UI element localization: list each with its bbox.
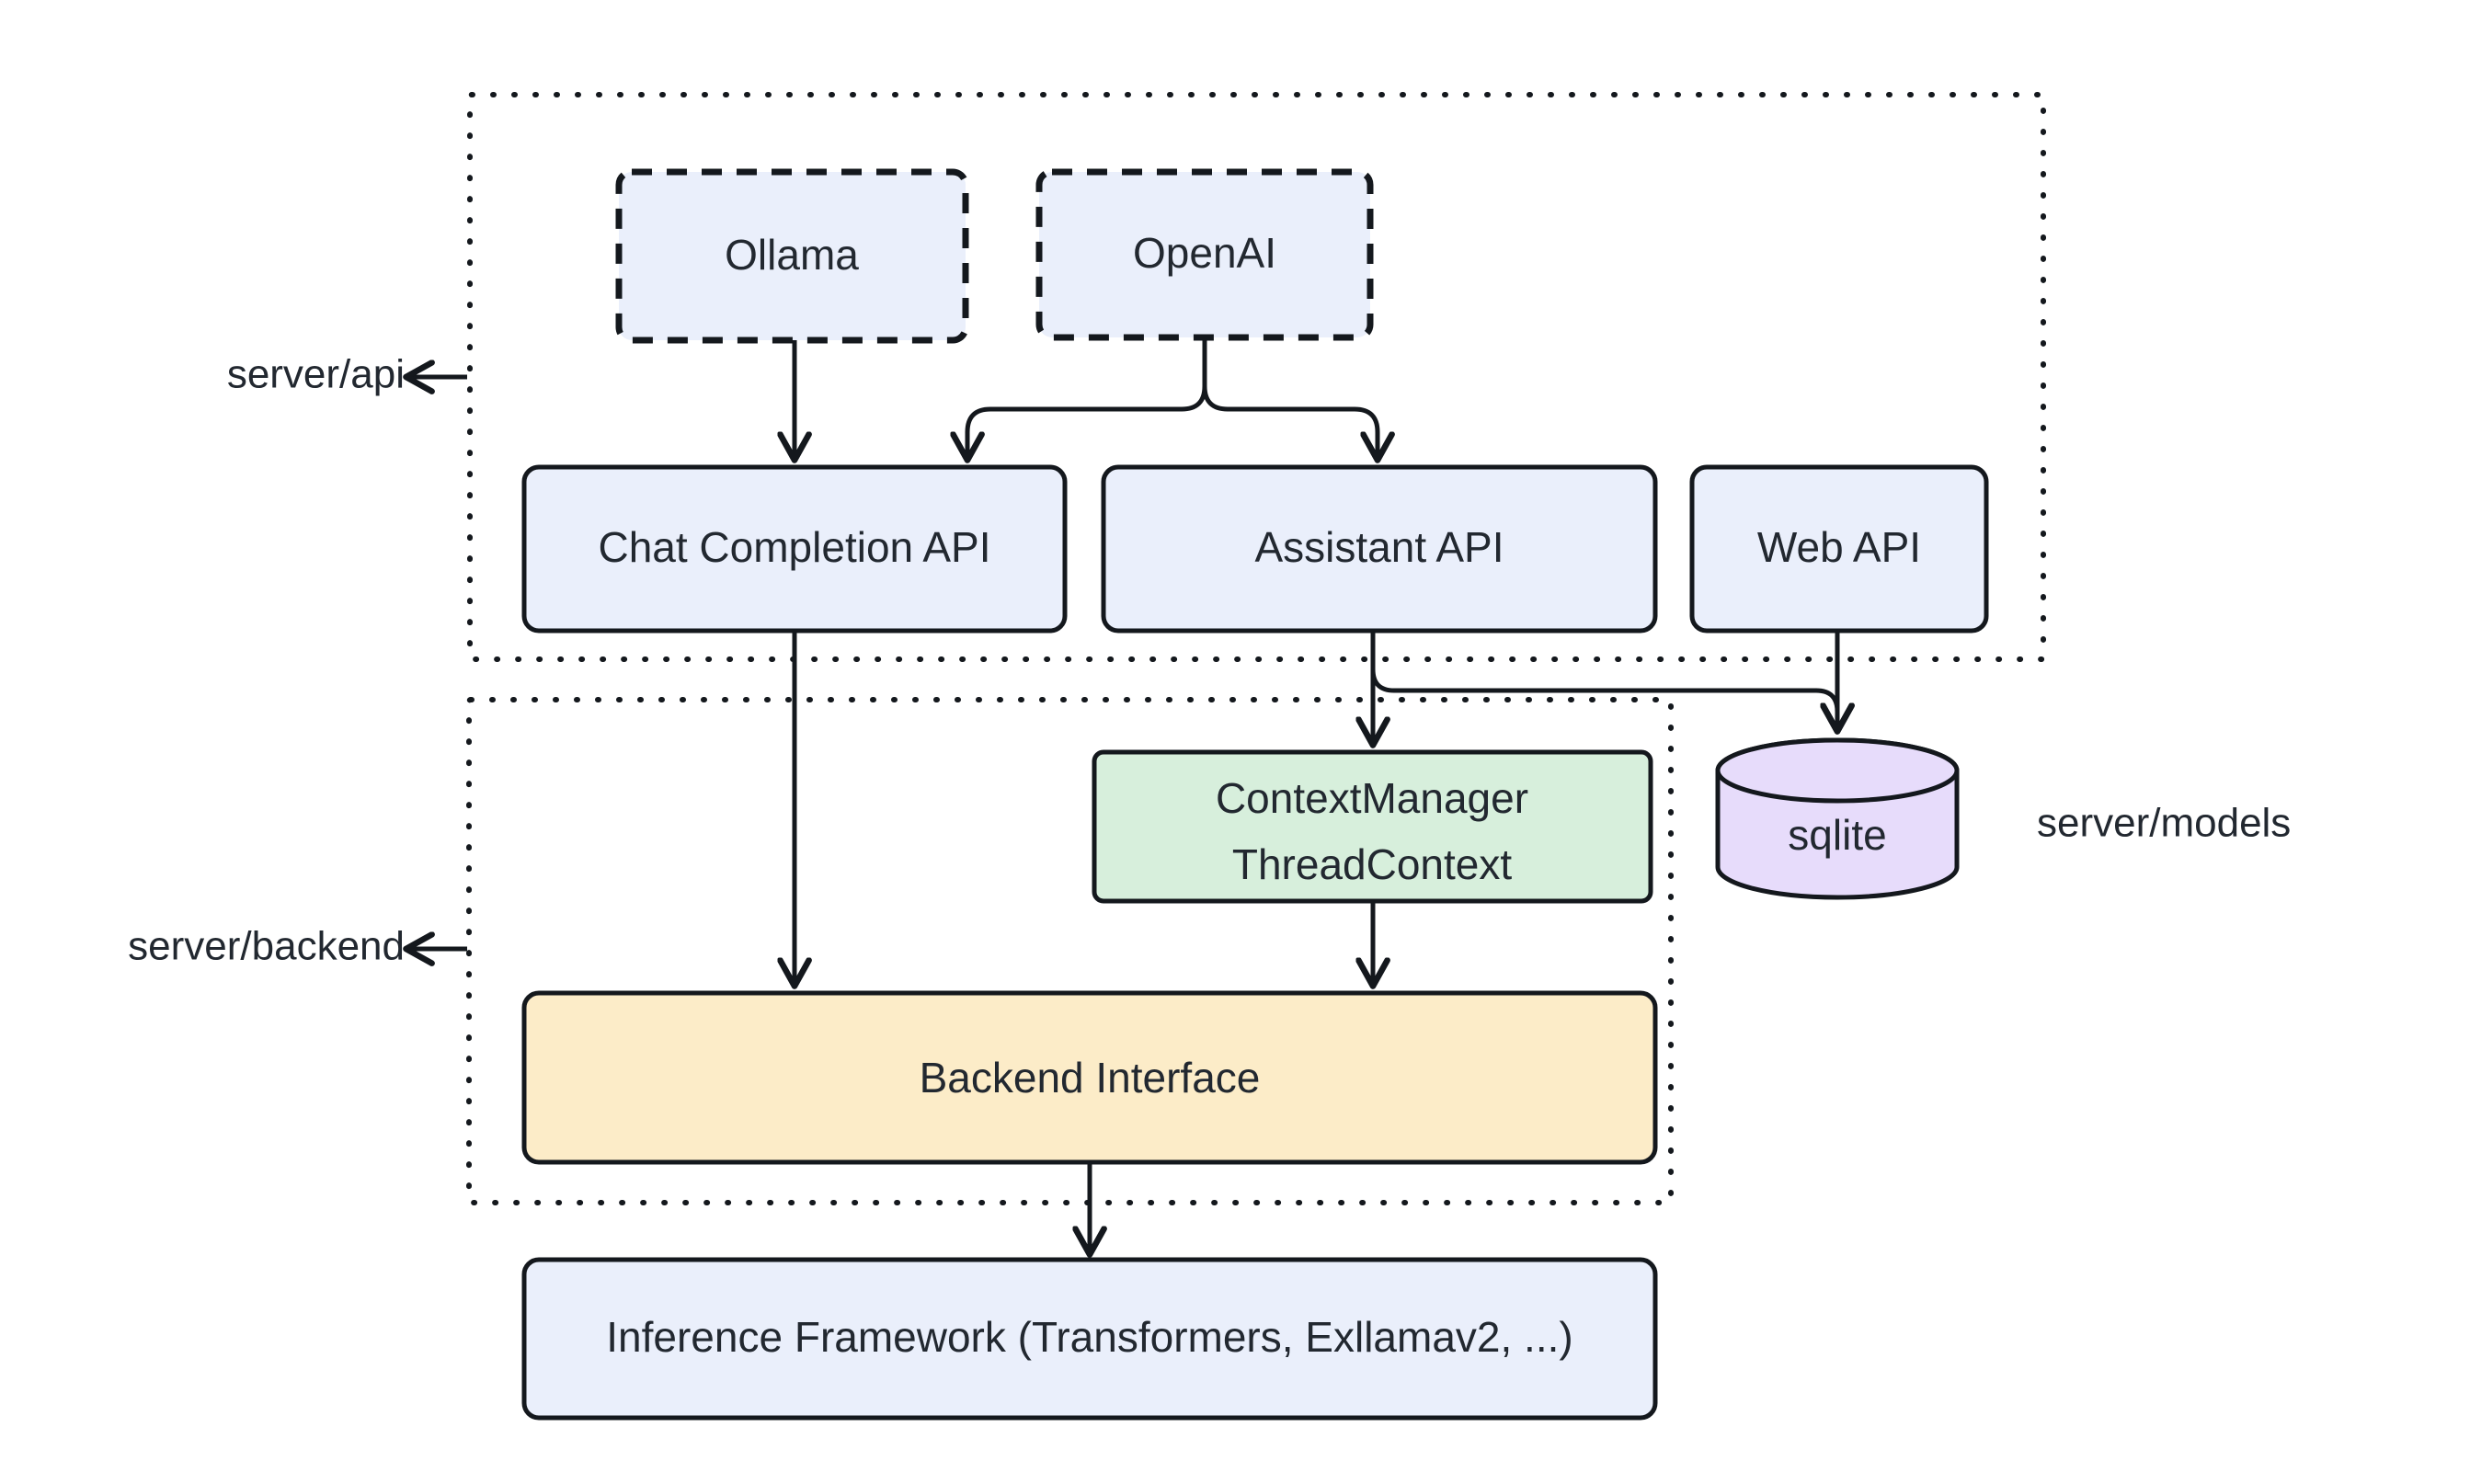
node-context-manager-label-line2: ThreadContext [1232,840,1512,888]
node-openai-label: OpenAI [1133,229,1276,277]
node-openai[interactable]: OpenAI [1035,168,1374,341]
node-sqlite-cylinder-top [1715,737,1960,804]
node-backend-interface-shape[interactable] [521,990,1658,1165]
node-inference-framework-shape[interactable] [521,1257,1658,1421]
node-assistant-api[interactable]: Assistant API [1101,464,1658,634]
node-chat-completion-api-shape[interactable] [521,464,1068,634]
node-sqlite-label: sqlite [1788,811,1886,859]
node-web-api[interactable]: Web API [1689,464,1989,634]
node-inference-framework-label: Inference Framework (Transformers, Exlla… [606,1313,1572,1361]
group-label-server-backend: server/backend [128,924,405,969]
edge-layer [408,337,1837,1252]
edge-assistant-to-sqlite [1370,631,1837,729]
edge-openai-to-chat [967,337,1207,458]
cluster-api-border [467,92,2046,662]
cluster-backend-border [466,697,1674,1205]
node-openai-shape[interactable] [1035,168,1374,341]
cluster-server-api [467,92,2046,662]
cluster-server-backend [466,697,1674,1205]
node-ollama-label: Ollama [725,231,859,279]
node-context-manager-shape[interactable] [1092,749,1653,904]
node-ollama[interactable]: Ollama [615,168,969,344]
node-assistant-api-shape[interactable] [1101,464,1658,634]
node-backend-interface[interactable]: Backend Interface [521,990,1658,1165]
node-backend-interface-label: Backend Interface [920,1054,1261,1102]
node-inference-framework[interactable]: Inference Framework (Transformers, Exlla… [521,1257,1658,1421]
edge-openai-to-assistant [1202,337,1378,458]
node-web-api-label: Web API [1757,523,1921,571]
group-label-server-api: server/api [227,352,405,397]
node-context-manager-label-line1: ContextManager [1216,774,1528,822]
node-assistant-api-label: Assistant API [1254,523,1504,571]
node-ollama-shape[interactable] [615,168,969,344]
group-label-server-models: server/models [2037,801,2291,846]
node-chat-completion-api[interactable]: Chat Completion API [521,464,1068,634]
node-chat-completion-api-label: Chat Completion API [598,523,990,571]
node-web-api-shape[interactable] [1689,464,1989,634]
node-sqlite[interactable]: sqlite [1715,737,1960,900]
node-context-manager[interactable]: ContextManager ThreadContext [1092,749,1653,904]
